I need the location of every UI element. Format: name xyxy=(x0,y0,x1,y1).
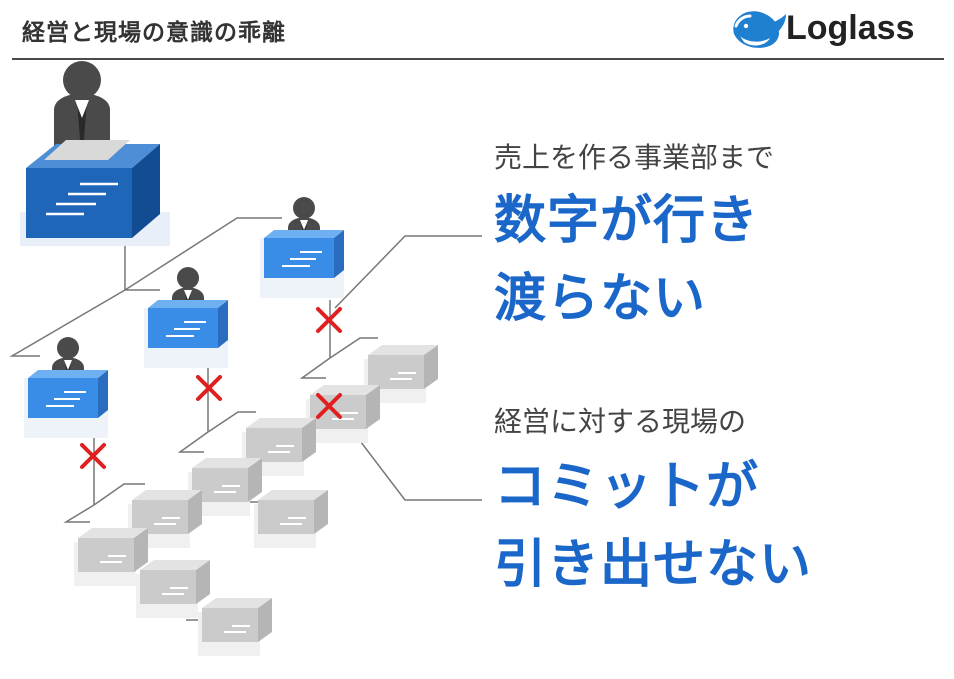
cross-mark-icon xyxy=(196,375,222,401)
brand-name: Loglass xyxy=(786,9,915,47)
cross-mark-icon xyxy=(80,443,106,469)
callout-2-line-2: 引き出せない xyxy=(494,535,813,595)
staff-box xyxy=(135,559,211,619)
header-divider xyxy=(12,58,944,60)
cross-mark-icon xyxy=(316,307,342,333)
whale-icon xyxy=(733,11,786,48)
staff-box xyxy=(197,597,273,657)
callout-2-line-1: コミットが xyxy=(494,457,760,517)
callout-1-subtitle: 売上を作る事業部まで xyxy=(494,141,775,174)
manager-desk-middle xyxy=(143,266,229,369)
callout-1-line-1: 数字が行き xyxy=(494,191,760,251)
staff-box xyxy=(253,489,329,549)
brand-logo: Loglass xyxy=(726,4,948,54)
manager-desk-right xyxy=(259,196,345,299)
callout-2-subtitle: 経営に対する現場の xyxy=(494,405,747,438)
callout-1-line-2: 渡らない xyxy=(494,269,707,329)
manager-desk-left xyxy=(23,336,109,439)
executive-desk xyxy=(20,61,170,246)
page-title: 経営と現場の意識の乖離 xyxy=(22,20,286,46)
organization-diagram xyxy=(9,61,482,657)
